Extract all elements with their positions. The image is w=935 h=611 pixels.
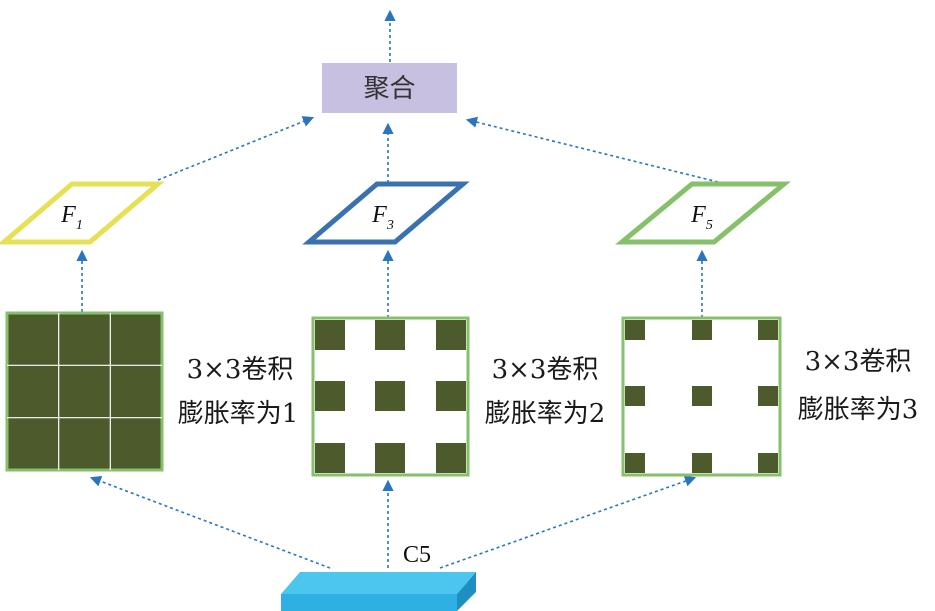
kernel-dilation-3 [621,316,782,477]
c5-label: C5 [403,542,431,568]
feature-f3-sub: 3 [386,218,394,233]
feature-f3-name: F [371,202,387,228]
conv-label-1-line1: 3×3卷积 [187,355,294,385]
conv-label-1: 3×3卷积 膨胀率为1 [178,355,299,429]
feature-f1-name: F [60,202,76,228]
kernel-dilation-1 [5,311,164,472]
conv-label-1-line2: 膨胀率为1 [178,399,299,429]
c5-side-face [457,572,476,611]
feature-f5: F5 [615,181,791,245]
aggregate-label: 聚合 [363,74,415,104]
c5-input-block: C5 [281,542,476,611]
conv-label-2-line2: 膨胀率为2 [485,399,606,429]
conv-label-3-line1: 3×3卷积 [805,347,912,377]
feature-f5-name: F [690,202,706,228]
feature-f3-shape [302,181,470,245]
svg-text:F1: F1 [60,202,83,233]
feature-f5-shape [615,181,791,245]
svg-text:F5: F5 [690,202,713,233]
conv-label-2: 3×3卷积 膨胀率为2 [485,355,606,429]
arrow-f1-to-agg [157,116,315,181]
conv-label-2-line1: 3×3卷积 [492,355,599,385]
conv-label-3: 3×3卷积 膨胀率为3 [798,347,919,425]
c5-front-face [281,594,457,611]
conv-label-3-line2: 膨胀率为3 [798,395,919,425]
aggregate-node: 聚合 [322,63,457,113]
c5-top-face [281,572,476,594]
feature-f1: F1 [0,181,165,245]
kernel-dilation-2 [311,316,470,477]
arrow-f5-to-agg [465,116,719,183]
arrow-c5-to-k1 [89,475,331,569]
svg-text:F3: F3 [371,202,394,233]
feature-f1-shape [0,181,165,245]
feature-f1-sub: 1 [76,218,83,233]
arrows [76,9,719,569]
arrow-c5-to-k3 [439,475,697,569]
aggregate-box [322,63,457,113]
feature-f3: F3 [302,181,470,245]
feature-f5-sub: 5 [706,218,713,233]
